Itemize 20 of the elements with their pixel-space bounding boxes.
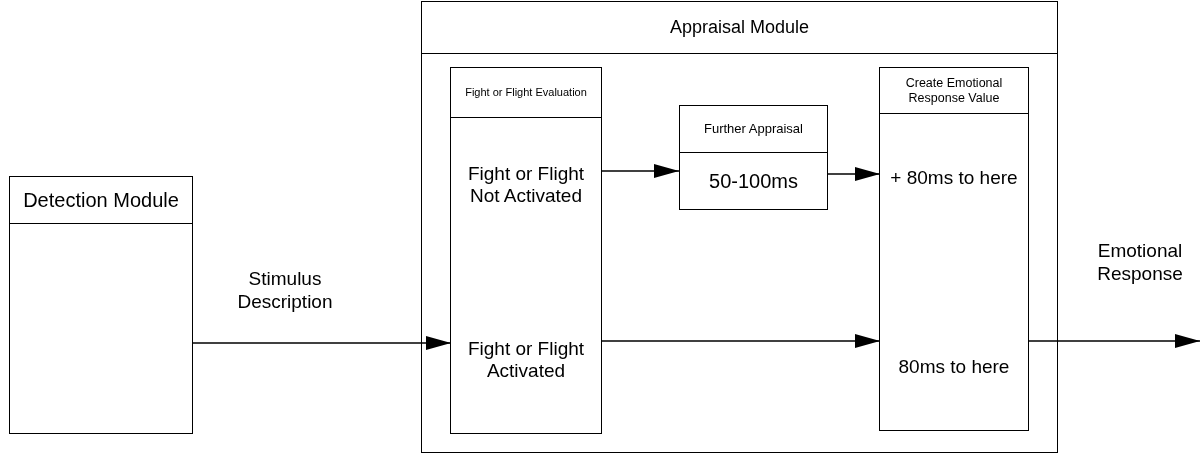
duration-text: 50-100ms: [709, 169, 798, 193]
module-box: [879, 67, 1029, 431]
module-box: [450, 67, 602, 434]
module-title: Detection Module: [23, 188, 179, 212]
module-title: Create Emotional Response Value: [904, 76, 1004, 105]
state-label: Fight or Flight Activated: [451, 335, 601, 385]
state-label: Fight or Flight Not Activated: [451, 160, 601, 210]
module-title: Fight or Flight Evaluation: [465, 86, 587, 99]
arrow: [827, 167, 881, 181]
arrow: [192, 336, 452, 350]
arrow: [600, 164, 680, 178]
arrow: [1027, 334, 1201, 348]
arrow: [600, 334, 881, 348]
module-title: Appraisal Module: [669, 17, 810, 38]
state-label: + 80ms to here: [880, 160, 1028, 196]
module-box: [679, 105, 828, 210]
module-box: [421, 1, 1058, 453]
module-title: Further Appraisal: [704, 121, 803, 137]
state-label: 80ms to here: [880, 335, 1028, 379]
module-box: [9, 176, 193, 434]
